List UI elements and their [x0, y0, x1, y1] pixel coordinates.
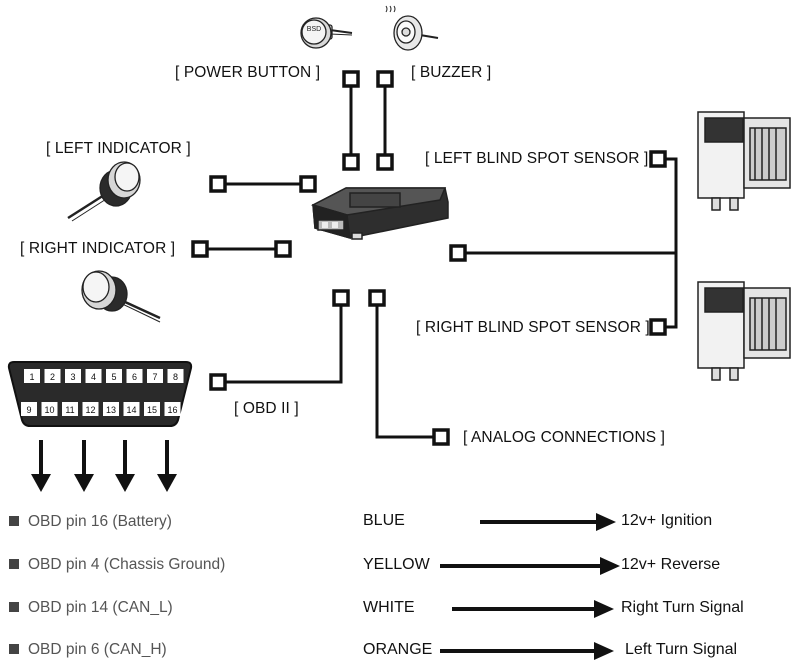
obd-wire — [218, 298, 343, 384]
obd-pin-number: 11 — [65, 405, 74, 415]
obd-legend-item: OBD pin 16 (Battery) — [9, 513, 172, 531]
connector-left-ind-a — [209, 175, 227, 193]
obd-pin-number: 13 — [106, 405, 116, 415]
legend-square-icon — [9, 559, 19, 569]
analog-wire — [375, 298, 441, 439]
obd-pin — [123, 402, 140, 416]
obd-pin — [82, 402, 99, 416]
connector-sensor-trunk — [449, 244, 467, 262]
obd-pin-number: 12 — [85, 405, 95, 415]
obd-pin-number: 1 — [29, 372, 34, 382]
left-sensor-wire — [658, 157, 678, 329]
obd-pin-number: 4 — [91, 372, 96, 382]
connector-buzzer-top — [376, 70, 394, 88]
right-blind-spot-sensor-label: [ RIGHT BLIND SPOT SENSOR ] — [416, 319, 650, 336]
legend-square-icon — [9, 602, 19, 612]
analog-connections-label: [ ANALOG CONNECTIONS ] — [463, 429, 666, 446]
obd-pin-number: 3 — [70, 372, 75, 382]
connector-analog-top — [368, 289, 386, 307]
obd-pin — [147, 369, 163, 383]
obd-pin — [126, 369, 143, 383]
obd-pin-number: 16 — [167, 405, 177, 415]
obd-pin — [106, 369, 122, 383]
obd-pin — [167, 369, 184, 383]
obd-pin — [103, 402, 119, 416]
control-module — [310, 187, 449, 240]
connector-analog — [432, 428, 450, 446]
connector-left-sensor — [649, 150, 667, 168]
wire-signal-ignition: 12v+ Ignition — [621, 512, 713, 529]
obd-legend-item: OBD pin 6 (CAN_H) — [9, 641, 167, 659]
left-indicator-label: [ LEFT INDICATOR ] — [46, 140, 191, 157]
obd-pin-number: 14 — [126, 405, 136, 415]
buzzer-icon — [385, 5, 439, 51]
obd-pin — [164, 402, 181, 416]
obd-pin-number: 5 — [111, 372, 116, 382]
obd-pin-number: 10 — [44, 405, 54, 415]
connector-power-bottom — [342, 153, 360, 171]
buzzer-label: [ BUZZER ] — [411, 64, 492, 81]
wire-signal-left-turn: Left Turn Signal — [625, 641, 738, 658]
obd-pin-number: 6 — [132, 372, 137, 382]
obd-pin — [21, 402, 37, 416]
wire-color-white: WHITE — [363, 599, 415, 616]
obd-legend-text: OBD pin 6 (CAN_H) — [28, 641, 167, 658]
wire-color-blue: BLUE — [363, 512, 405, 529]
obd-pin-number: 8 — [173, 372, 178, 382]
obd-pin — [65, 369, 81, 383]
connector-right-ind-a — [191, 240, 209, 258]
obd-pin — [44, 369, 61, 383]
connector-left-ind-b — [299, 175, 317, 193]
legend-square-icon — [9, 516, 19, 526]
power-button-icon: BSD — [300, 17, 353, 49]
power-button-text: BSD — [307, 26, 321, 33]
obd-legend-text: OBD pin 4 (Chassis Ground) — [28, 556, 226, 573]
wires — [200, 79, 678, 439]
left-indicator-icon — [67, 161, 141, 222]
right-indicator-icon — [81, 270, 161, 323]
obd-legend-text: OBD pin 14 (CAN_L) — [28, 599, 173, 616]
obd-pin-number: 2 — [50, 372, 55, 382]
obd-pins-top: 1 2 3 4 5 6 7 8 — [24, 369, 184, 383]
wire-signal-right-turn: Right Turn Signal — [621, 599, 744, 616]
obd-pin-number: 9 — [26, 405, 31, 415]
connector-buzzer-bottom — [376, 153, 394, 171]
obd-pin-number: 15 — [147, 405, 157, 415]
obd-legend-item: OBD pin 14 (CAN_L) — [9, 599, 173, 617]
obd-pins-bottom: 9 10 11 12 13 14 15 16 — [21, 402, 181, 416]
power-button-label: [ POWER BUTTON ] — [175, 64, 321, 81]
obd-pin — [24, 369, 40, 383]
obd-pin — [85, 369, 102, 383]
wire-signal-reverse: 12v+ Reverse — [621, 556, 721, 573]
legend-square-icon — [9, 644, 19, 654]
wire-color-orange: ORANGE — [363, 641, 433, 658]
obd2-label: [ OBD II ] — [234, 400, 299, 417]
connectors — [191, 70, 667, 446]
connector-power-top — [342, 70, 360, 88]
left-blind-spot-sensor — [697, 111, 791, 211]
connector-obd — [209, 373, 227, 391]
obd-pin — [41, 402, 58, 416]
connector-obd-top — [332, 289, 350, 307]
connector-right-ind-b — [274, 240, 292, 258]
right-indicator-label: [ RIGHT INDICATOR ] — [20, 240, 176, 257]
analog-arrows — [440, 513, 620, 660]
right-blind-spot-sensor — [697, 281, 791, 381]
left-blind-spot-sensor-label: [ LEFT BLIND SPOT SENSOR ] — [425, 150, 649, 167]
down-arrows — [31, 440, 177, 492]
obd-pin — [62, 402, 78, 416]
wire-color-yellow: YELLOW — [363, 556, 430, 573]
obd-legend-text: OBD pin 16 (Battery) — [28, 513, 172, 530]
obd-legend-item: OBD pin 4 (Chassis Ground) — [9, 556, 225, 574]
obd-pin — [144, 402, 160, 416]
connector-right-sensor — [649, 318, 667, 336]
obd-pin-number: 7 — [152, 372, 157, 382]
